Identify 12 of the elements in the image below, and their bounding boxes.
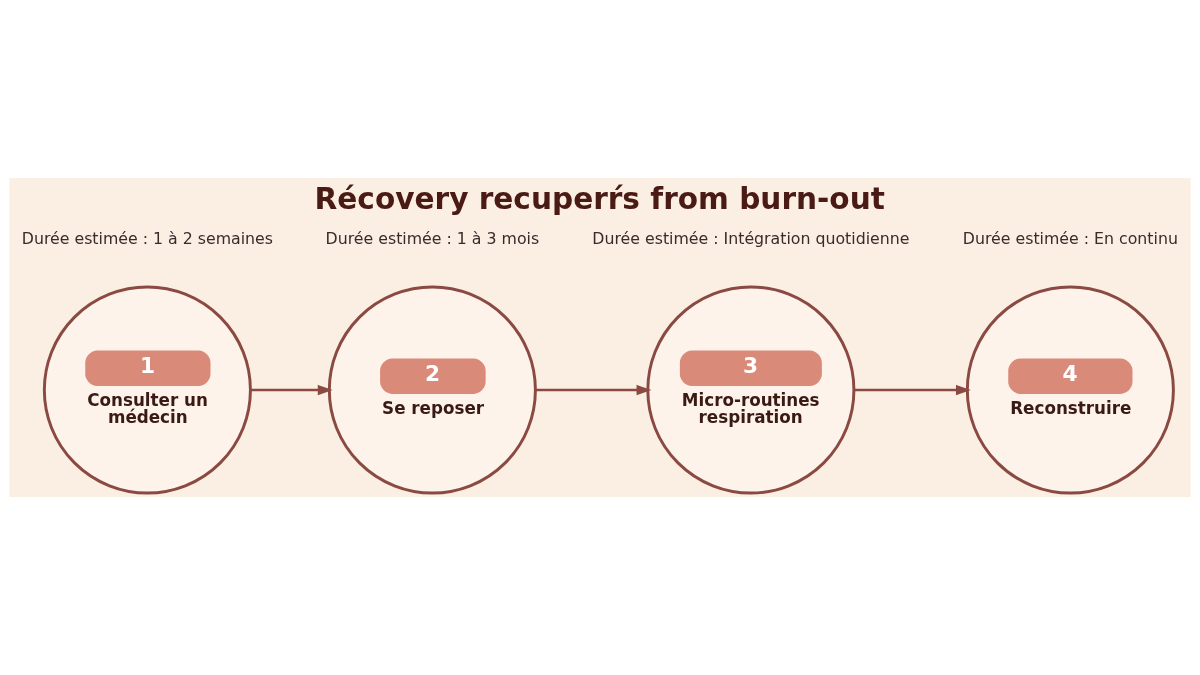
node-circle: 3 Micro-routines respiration (646, 285, 856, 495)
node-circle: 1 Consulter un médecin (42, 285, 252, 495)
arrow (250, 384, 333, 396)
node-label: Durée estimée : En continu (962, 228, 1178, 248)
node-label: Durée estimée : 1 à 3 mois (325, 228, 540, 248)
node-circle: 4 Reconstruire (965, 285, 1175, 495)
arrow (854, 384, 971, 396)
node-label: Durée estimée : Intégration quotidienne (592, 228, 910, 248)
node-circle: 2 Se reposer (327, 285, 537, 495)
diagram-title: Récovery recuperŕs from burn-out (314, 181, 885, 216)
node-label: Durée estimée : 1 à 2 semaines (21, 228, 273, 248)
arrow (535, 384, 652, 396)
